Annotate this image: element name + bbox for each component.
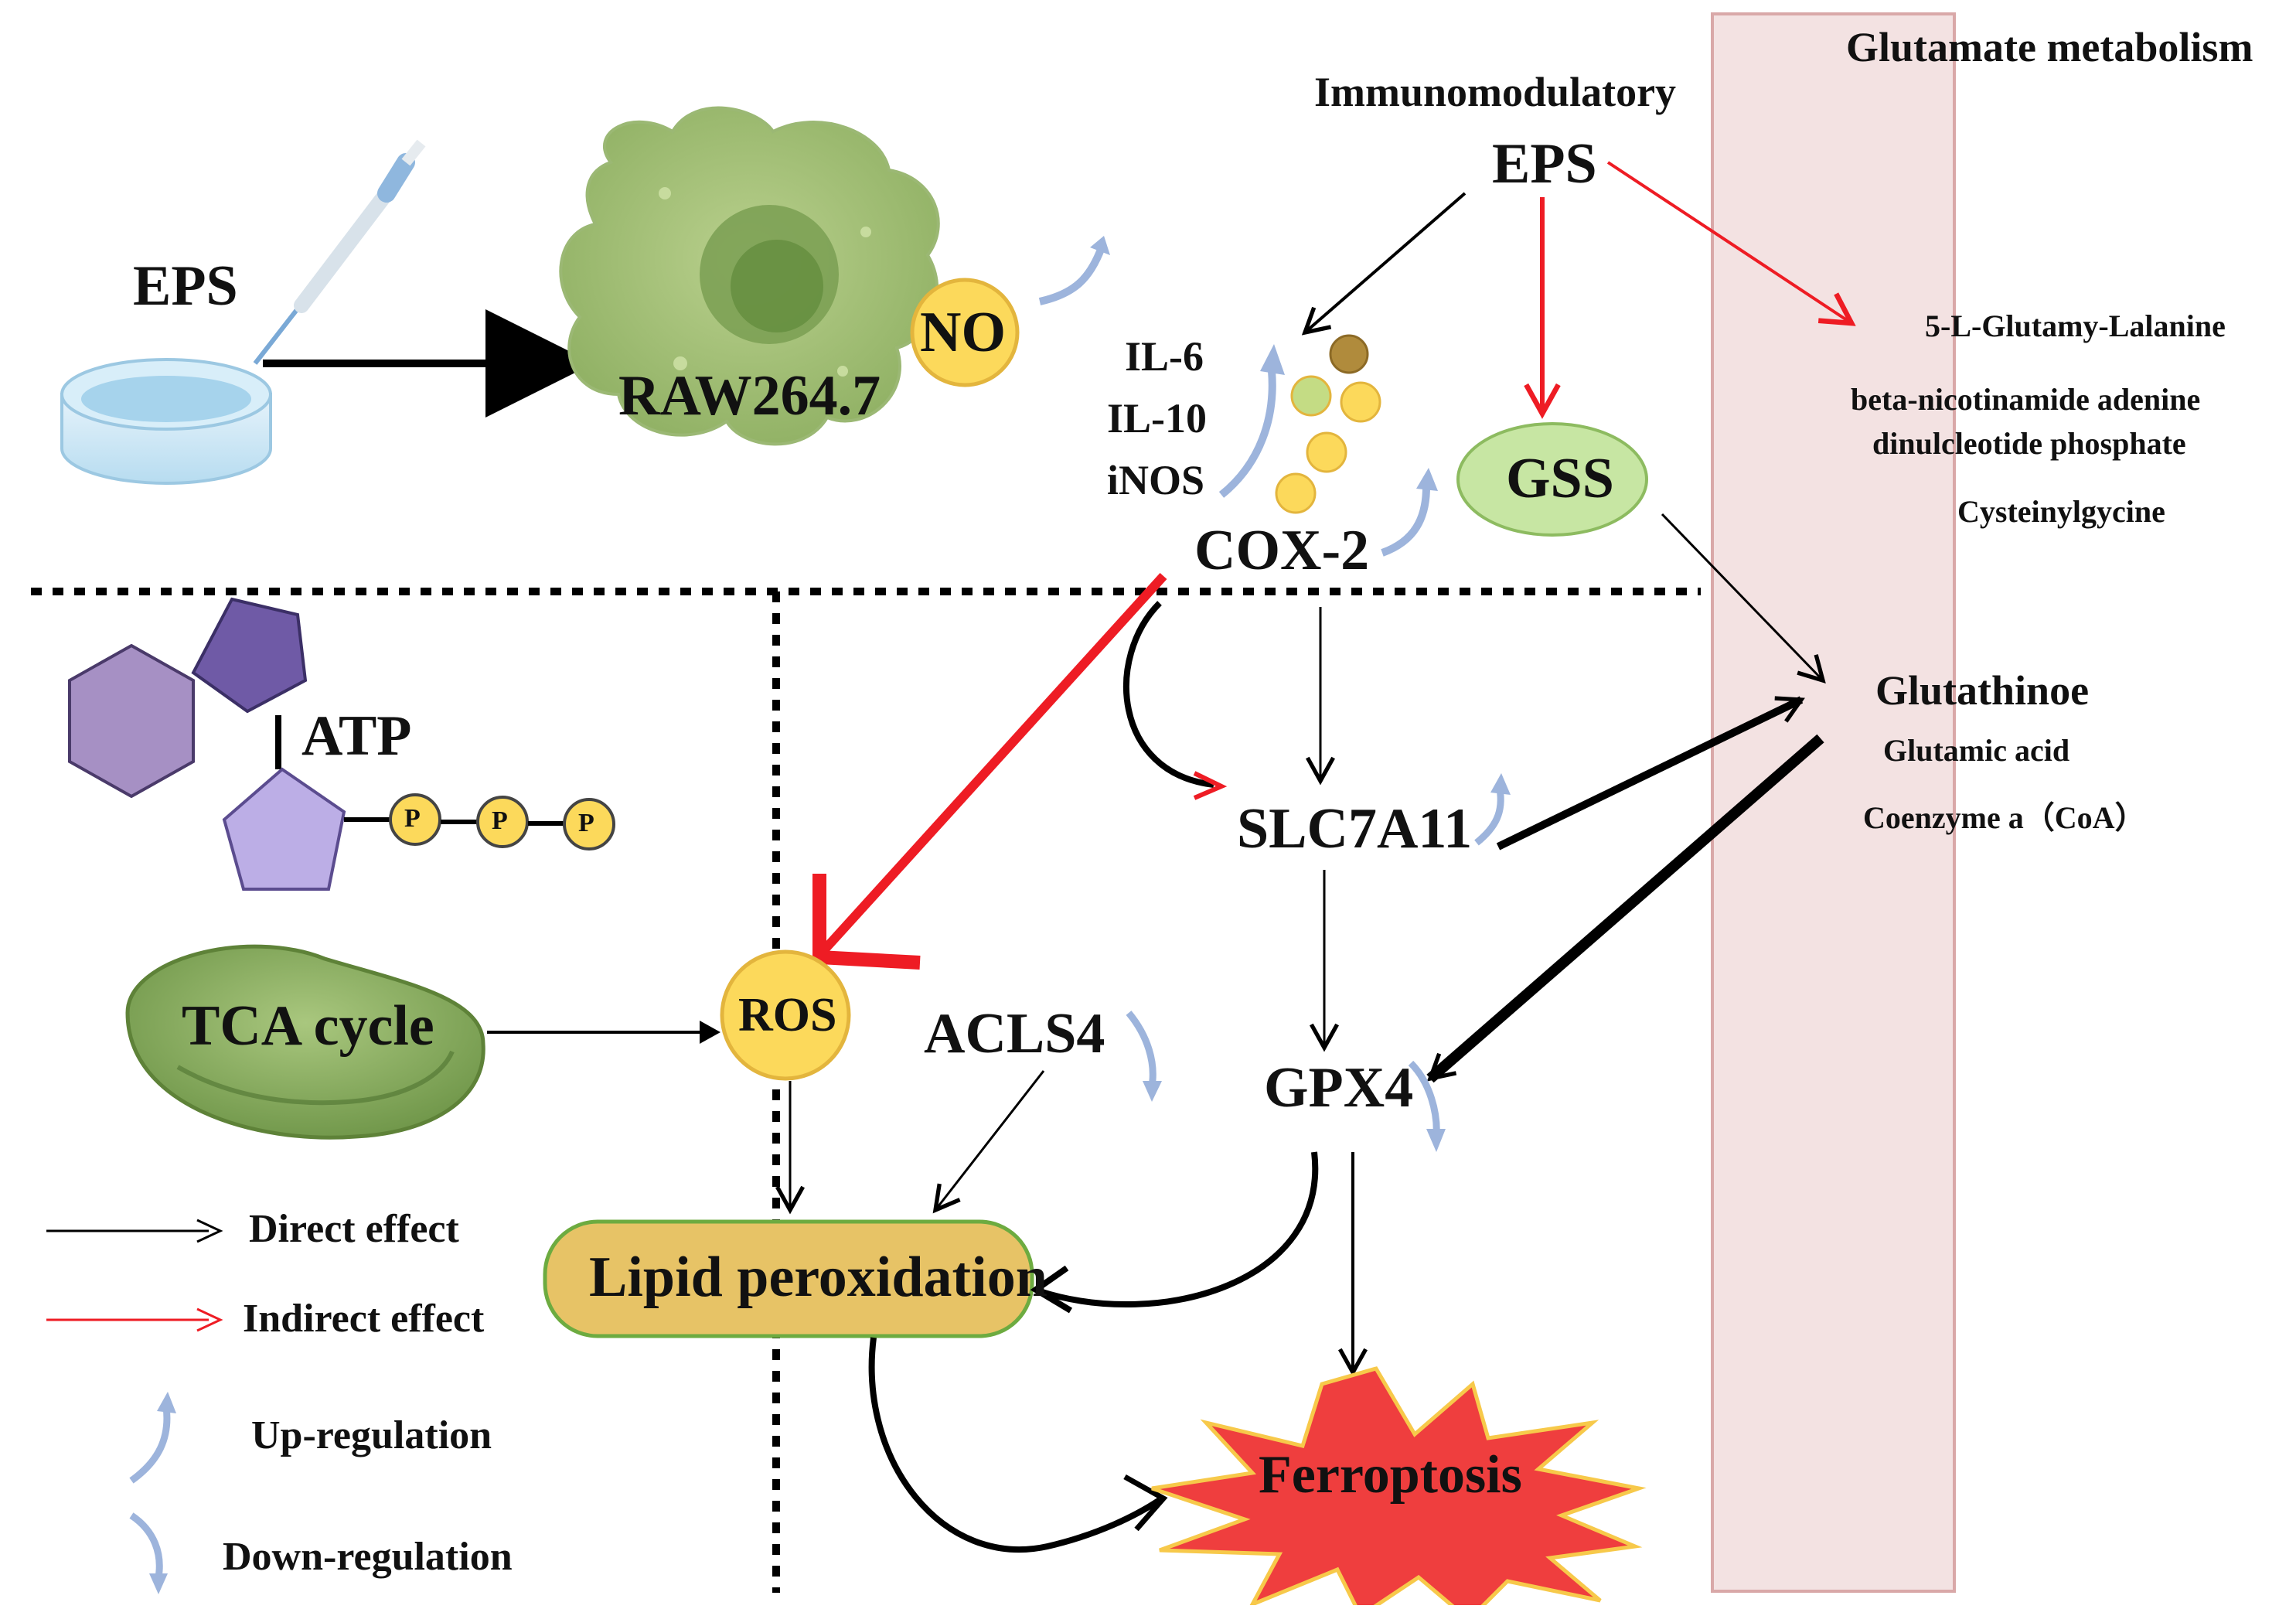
label-phosphate-1: P xyxy=(404,804,421,833)
petri-dish-icon xyxy=(60,358,272,485)
arrow-lipid-to-ferro xyxy=(868,1337,1162,1553)
label-il10: IL-10 xyxy=(1107,395,1208,441)
arrow-cox2-to-slc xyxy=(1122,601,1214,788)
gss-ellipse xyxy=(1456,422,1648,537)
label-phosphate-2: P xyxy=(492,806,508,835)
arrow-eps-to-cytokines xyxy=(1301,192,1467,336)
label-gpx4: GPX4 xyxy=(1264,1056,1414,1120)
atp-molecule-icon xyxy=(68,597,615,891)
legend-graphics xyxy=(46,1219,223,1594)
label-raw: RAW264.7 xyxy=(618,364,881,428)
arrow-gss-to-glutathione xyxy=(1661,513,1826,683)
cox2-up-arrow xyxy=(1381,486,1430,557)
label-immuno: Immunomodulatory xyxy=(1314,69,1677,115)
legend-down: Down-regulation xyxy=(223,1535,513,1579)
label-metabolite-1: 5-L-Glutamy-Lalanine xyxy=(1925,309,2226,343)
label-no: NO xyxy=(920,301,1006,364)
label-glutamate-title: Glutamate metabolism xyxy=(1846,24,2253,70)
arrow-acls4-to-lipid xyxy=(932,1070,1045,1214)
label-eps-left: EPS xyxy=(133,254,238,318)
no-circle xyxy=(910,278,1020,387)
label-metabolite-2a: beta-nicotinamide adenine xyxy=(1851,382,2201,417)
acls4-down-arrow xyxy=(1126,1011,1157,1087)
label-slc: SLC7A11 xyxy=(1237,797,1473,861)
label-cox2: COX-2 xyxy=(1194,519,1370,582)
raw-cell-icon xyxy=(559,106,940,446)
legend-up: Up-regulation xyxy=(251,1413,492,1457)
lipid-box xyxy=(543,1219,1034,1338)
label-atp: ATP xyxy=(301,704,412,768)
label-tca: TCA cycle xyxy=(182,994,434,1058)
label-metabolite-2b: dinulcleotide phosphate xyxy=(1872,426,2186,461)
label-metabolite-3: Cysteinylgycine xyxy=(1957,494,2165,529)
arrow-slc-to-glutathione xyxy=(1496,696,1805,851)
no-up-arrow xyxy=(1038,246,1105,305)
slc-up-arrow xyxy=(1474,788,1504,846)
label-phosphate-3: P xyxy=(578,809,594,837)
label-coa: Coenzyme a（CoA） xyxy=(1863,800,2146,835)
pipette-icon xyxy=(253,139,426,365)
ferroptosis-burst xyxy=(1151,1366,1647,1609)
legend-indirect: Indirect effect xyxy=(243,1297,485,1341)
mitochondrion-icon xyxy=(125,944,485,1140)
label-glutamic: Glutamic acid xyxy=(1883,733,2070,768)
cytokine-up-arrow xyxy=(1218,370,1276,498)
cytokine-dots xyxy=(1275,334,1381,514)
label-lipid: Lipid peroxidation xyxy=(589,1246,1048,1309)
label-eps-top: EPS xyxy=(1492,132,1597,196)
label-il6: IL-6 xyxy=(1125,333,1204,380)
arrow-gpx4-to-lipid xyxy=(1038,1151,1319,1307)
label-gss: GSS xyxy=(1506,447,1614,510)
legend-direct: Direct effect xyxy=(249,1207,459,1251)
arrow-glutathione-to-gpx4 xyxy=(1426,734,1824,1083)
label-glutathione: Glutathinoe xyxy=(1875,667,2090,714)
arrow-cox2-to-ros xyxy=(819,572,1167,955)
ros-circle xyxy=(720,949,851,1081)
label-inos: iNOS xyxy=(1107,457,1205,503)
label-ros: ROS xyxy=(738,989,837,1041)
label-acls4: ACLS4 xyxy=(924,1002,1105,1065)
arrow-eps-to-metabolites xyxy=(1606,161,1856,326)
label-ferro: Ferroptosis xyxy=(1259,1445,1522,1505)
